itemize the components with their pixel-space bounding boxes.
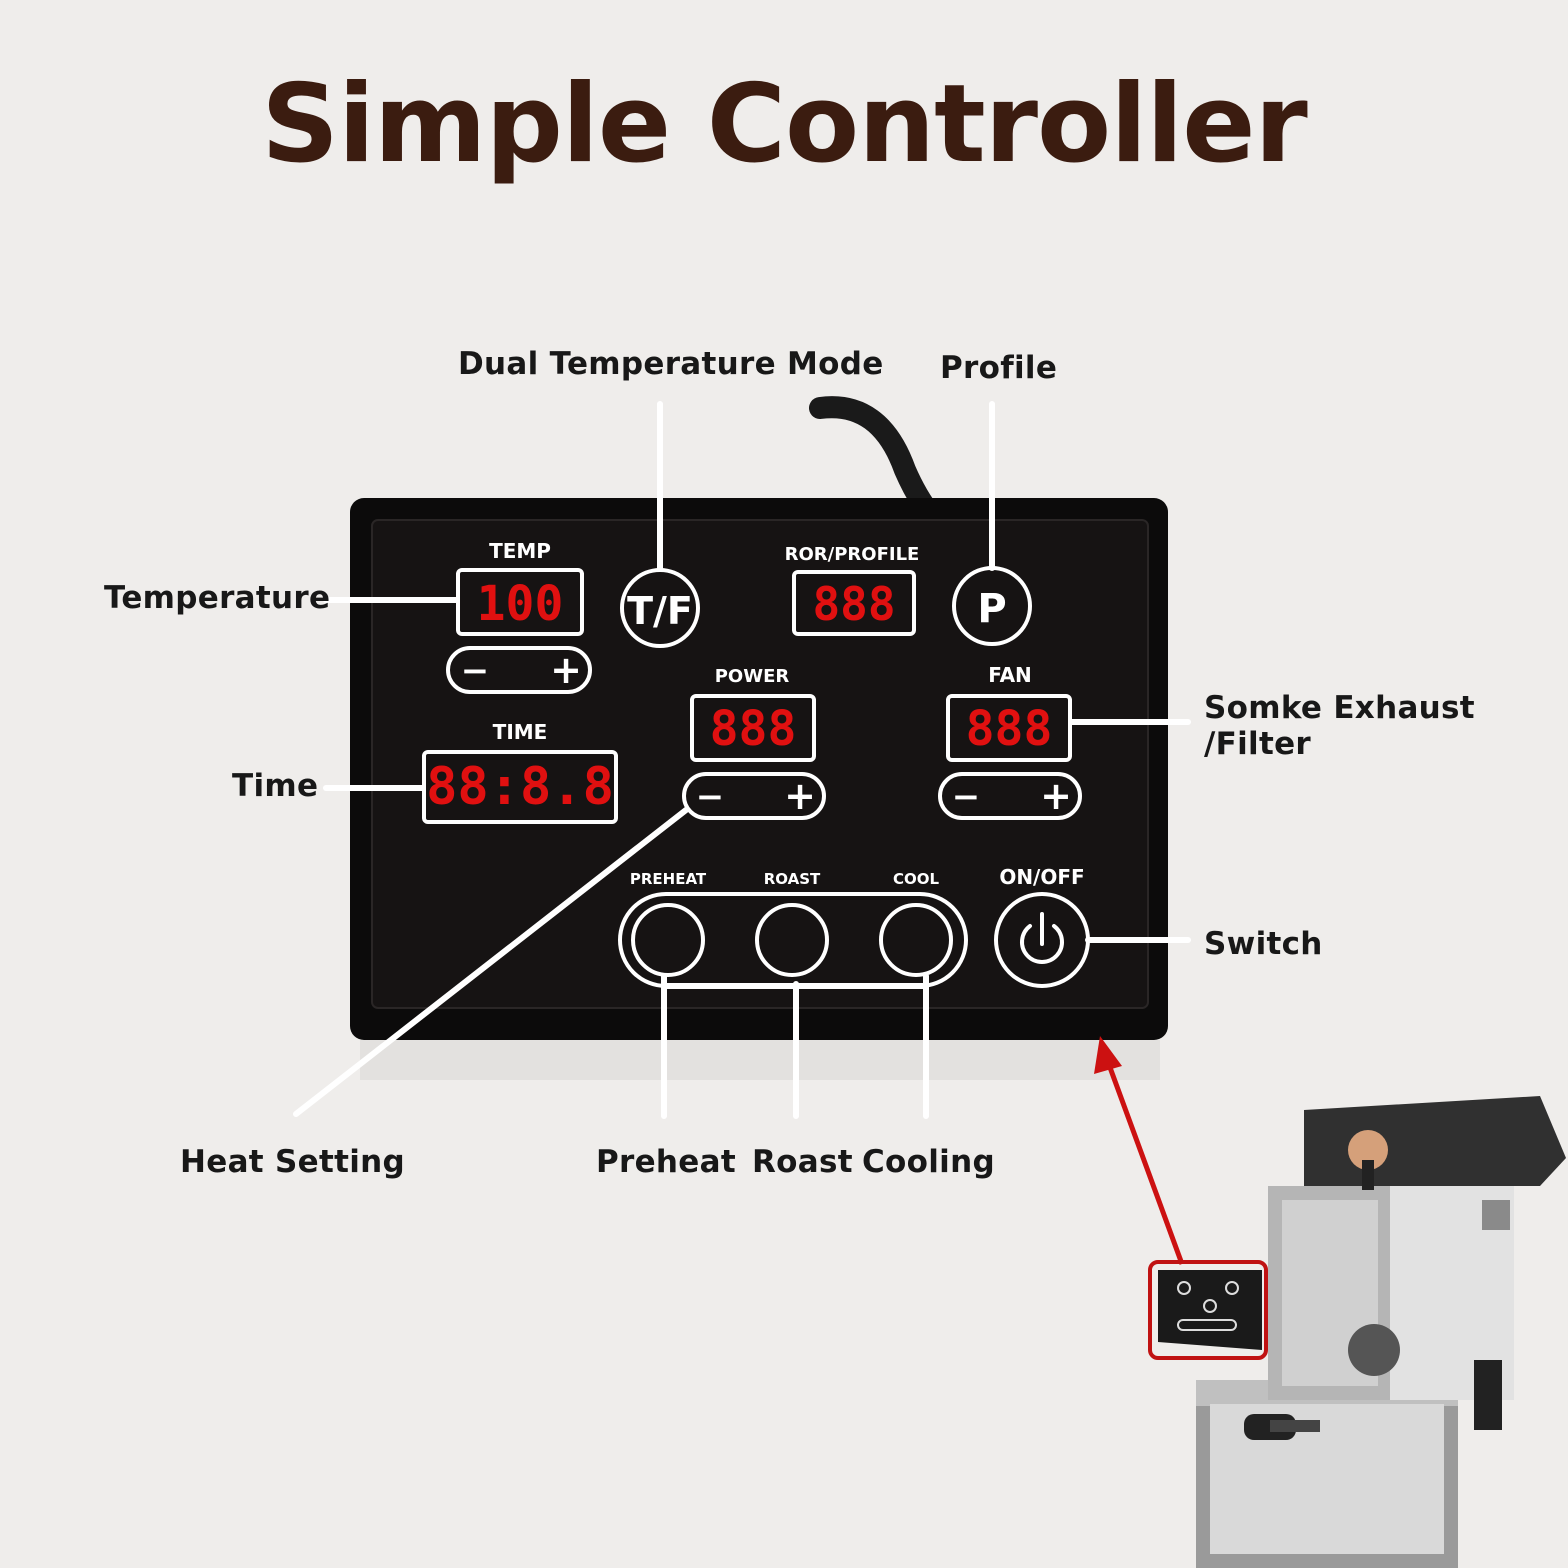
- cooling-callout: Cooling: [862, 1144, 995, 1180]
- heat-setting-callout: Heat Setting: [180, 1144, 405, 1180]
- heat-setting-leader: [293, 807, 689, 1117]
- fan-stepper[interactable]: [938, 772, 1082, 820]
- panel-face: [371, 519, 1149, 1009]
- power-display-value: 888: [710, 701, 797, 757]
- power-minus-button[interactable]: −: [696, 777, 725, 817]
- power-icon: [1020, 912, 1064, 964]
- tf-button-label: T/F: [627, 589, 693, 633]
- temp-stepper[interactable]: [446, 646, 592, 694]
- temperature-callout: Temperature: [104, 580, 331, 616]
- preheat-callout: Preheat: [596, 1144, 736, 1180]
- dual-temperature-mode-callout: Dual Temperature Mode: [458, 346, 884, 382]
- fan-label: FAN: [988, 663, 1032, 687]
- fan-display: [946, 694, 1072, 762]
- smoke-exhaust-line1: Somke Exhaust: [1204, 690, 1475, 726]
- fan-display-value: 888: [966, 701, 1053, 757]
- smoke-exhaust-callout: Somke Exhaust /Filter: [1204, 690, 1475, 762]
- fan-plus-button[interactable]: +: [1040, 774, 1072, 818]
- profile-button-label: P: [977, 586, 1006, 632]
- fan-minus-button[interactable]: −: [952, 777, 981, 817]
- cool-label: COOL: [893, 870, 940, 888]
- power-label: POWER: [715, 666, 790, 687]
- temp-minus-button[interactable]: −: [461, 651, 490, 691]
- power-stepper[interactable]: [682, 772, 826, 820]
- ror-profile-label: ROR/PROFILE: [785, 544, 920, 565]
- page-title: Simple Controller: [261, 62, 1308, 187]
- onoff-label: ON/OFF: [999, 865, 1084, 889]
- power-display: [690, 694, 816, 762]
- switch-callout: Switch: [1204, 926, 1323, 962]
- red-arrow-icon: [1094, 1036, 1185, 1265]
- roast-callout: Roast: [752, 1144, 853, 1180]
- temp-display-value: 100: [477, 576, 564, 632]
- temp-plus-button[interactable]: +: [550, 648, 582, 692]
- roaster-machine-image: [1148, 1096, 1566, 1568]
- ror-display: [792, 570, 916, 636]
- preheat-label: PREHEAT: [630, 870, 707, 888]
- ror-display-value: 888: [812, 577, 895, 631]
- time-callout: Time: [232, 768, 319, 804]
- time-label: TIME: [493, 720, 548, 744]
- preheat-button[interactable]: [631, 903, 705, 977]
- profile-callout: Profile: [940, 350, 1058, 386]
- time-display-value: 88:8.8: [426, 757, 614, 817]
- smoke-exhaust-line2: /Filter: [1204, 726, 1311, 762]
- roast-button[interactable]: [755, 903, 829, 977]
- temp-label: TEMP: [489, 539, 551, 563]
- roast-label: ROAST: [764, 870, 821, 888]
- cool-button[interactable]: [879, 903, 953, 977]
- power-plus-button[interactable]: +: [784, 774, 816, 818]
- panel-shadow: [360, 1040, 1160, 1080]
